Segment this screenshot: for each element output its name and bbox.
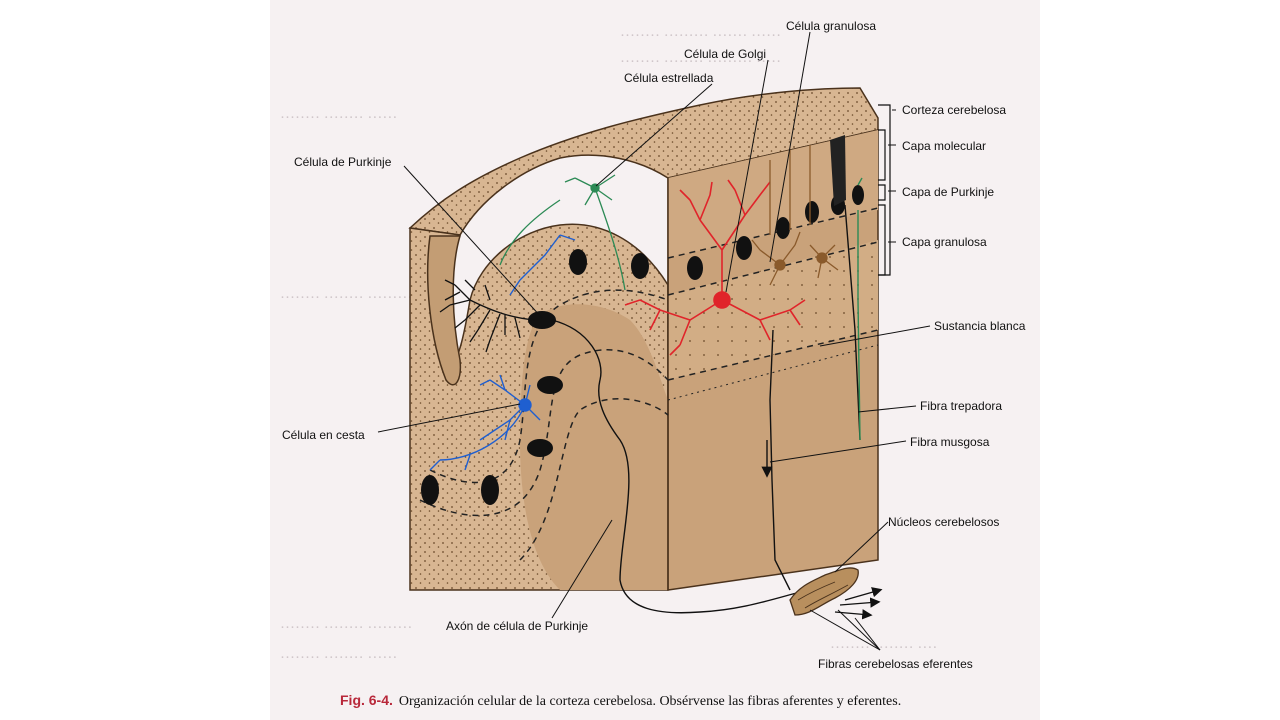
label-fibra-musgosa: Fibra musgosa bbox=[910, 435, 990, 449]
label-celula-granulosa: Célula granulosa bbox=[786, 19, 876, 33]
cerebellar-nuclei bbox=[789, 567, 859, 616]
label-axon-purkinje: Axón de célula de Purkinje bbox=[446, 619, 588, 633]
tissue-block bbox=[408, 87, 879, 591]
background-text: ········ ········ ········· bbox=[280, 620, 413, 636]
label-capa-purkinje: Capa de Purkinje bbox=[902, 185, 994, 199]
label-sustancia-blanca: Sustancia blanca bbox=[934, 319, 1026, 333]
leader-lines bbox=[377, 31, 931, 651]
purkinje-cell-red bbox=[624, 179, 806, 356]
background-text: ········ ········ ········· ····· bbox=[620, 54, 782, 70]
background-text: ········ ········ ···· bbox=[830, 640, 938, 656]
basket-cell-blue bbox=[429, 234, 576, 471]
caption-text: Organización celular de la corteza cereb… bbox=[398, 694, 902, 709]
axons bbox=[551, 319, 801, 614]
climbing-fiber bbox=[857, 177, 863, 441]
figure-caption: Fig. 6-4. Organización celular de la cort… bbox=[340, 692, 901, 710]
label-celula-cesta: Célula en cesta bbox=[282, 428, 365, 442]
label-capa-granulosa: Capa granulosa bbox=[902, 235, 987, 249]
background-text: ········ ········ ······ bbox=[280, 650, 398, 666]
background-text: ········ ········· ······· ······ bbox=[620, 28, 782, 44]
label-celula-estrellada: Célula estrellada bbox=[624, 71, 714, 85]
background-text: ········ ········ ········· bbox=[280, 290, 413, 306]
layer-bracket bbox=[878, 104, 891, 276]
figure-number: Fig. 6-4. bbox=[340, 692, 393, 708]
label-fibra-trepadora: Fibra trepadora bbox=[920, 399, 1002, 413]
golgi-cells-brown bbox=[751, 145, 839, 286]
background-text: ········ ········ ······ bbox=[280, 110, 398, 126]
granule-column bbox=[830, 135, 861, 441]
label-celula-golgi: Célula de Golgi bbox=[684, 47, 766, 61]
labels: Célula granulosa Célula de Golgi Célula … bbox=[282, 19, 1026, 671]
stellate-cell-green bbox=[499, 174, 626, 291]
purkinje-dendrite-black bbox=[439, 279, 536, 353]
label-corteza: Corteza cerebelosa bbox=[902, 103, 1006, 117]
label-nucleos: Núcleos cerebelosos bbox=[888, 515, 999, 529]
label-celula-purkinje: Célula de Purkinje bbox=[294, 155, 392, 169]
label-capa-molecular: Capa molecular bbox=[902, 139, 986, 153]
label-fibras-eferentes: Fibras cerebelosas eferentes bbox=[818, 657, 973, 671]
